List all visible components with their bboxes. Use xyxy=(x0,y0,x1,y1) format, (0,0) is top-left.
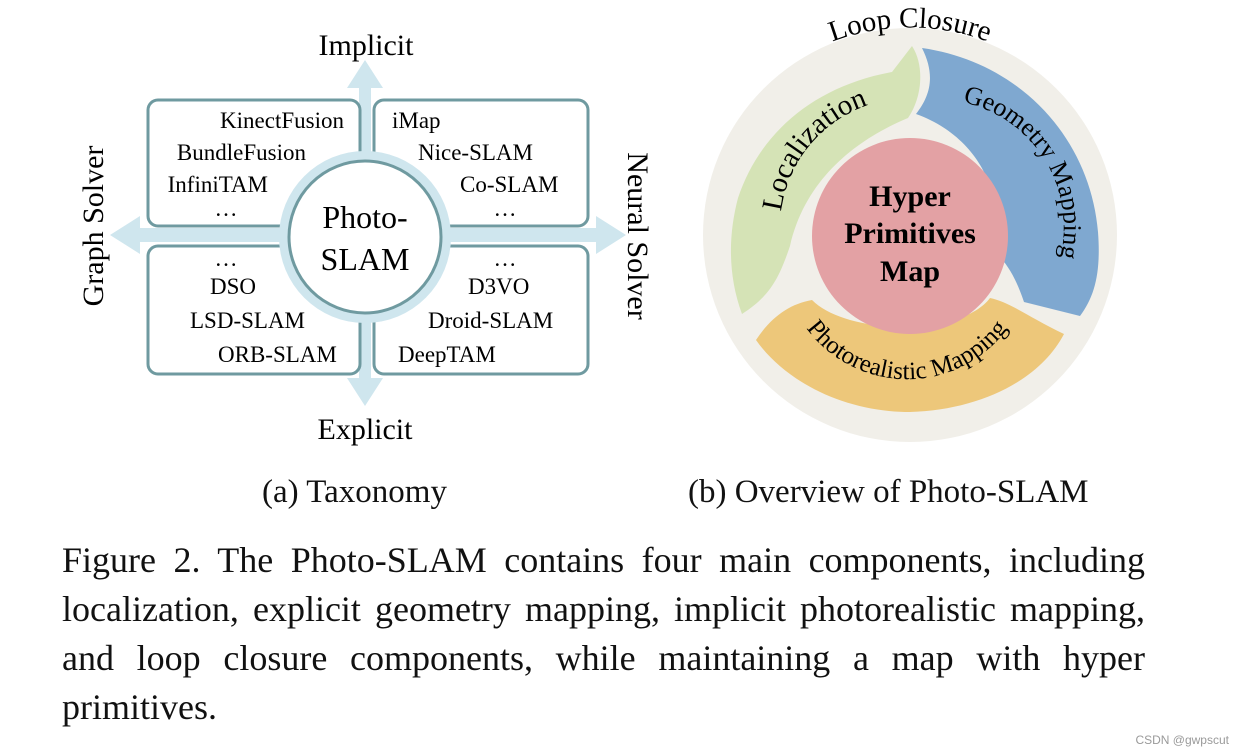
quadrant-bottom-left: … DSO LSD-SLAM ORB-SLAM xyxy=(190,246,337,367)
figure-panels: Photo- SLAM Implicit Explicit Graph Solv… xyxy=(77,2,1117,446)
method-label: iMap xyxy=(392,108,441,133)
center-label-line2: SLAM xyxy=(321,241,410,277)
core-label-line2: Primitives xyxy=(844,217,976,250)
method-label: LSD-SLAM xyxy=(190,308,305,333)
method-label: BundleFusion xyxy=(177,140,307,165)
axis-label-top: Implicit xyxy=(319,29,415,62)
method-label: … xyxy=(215,246,238,271)
axis-label-bottom: Explicit xyxy=(318,413,414,446)
method-label: DeepTAM xyxy=(398,342,496,367)
axis-label-right: Neural Solver xyxy=(621,152,654,319)
center-circle xyxy=(287,159,443,315)
overview-diagram: Loop Closure Localization Geometry Mappi… xyxy=(703,2,1117,442)
method-label: … xyxy=(494,246,517,271)
hyper-primitives-map-core xyxy=(812,138,1008,334)
arrow-right xyxy=(365,216,626,254)
method-label: InfiniTAM xyxy=(168,172,268,197)
method-label: Co-SLAM xyxy=(460,172,558,197)
geometry-mapping-segment xyxy=(916,48,1099,316)
arrow-left xyxy=(110,216,365,254)
method-label: … xyxy=(215,196,238,221)
method-label: D3VO xyxy=(468,274,529,299)
method-label: DSO xyxy=(210,274,256,299)
localization-segment xyxy=(730,46,921,314)
center-label-line1: Photo- xyxy=(322,199,407,235)
photorealistic-mapping-segment xyxy=(756,298,1064,412)
watermark: CSDN @gwpscut xyxy=(1135,733,1229,747)
method-label: Nice-SLAM xyxy=(418,140,533,165)
quadrant-top-left: KinectFusion BundleFusion InfiniTAM … xyxy=(168,108,345,221)
method-label: ORB-SLAM xyxy=(218,342,337,367)
arrow-up xyxy=(347,60,383,232)
method-label: … xyxy=(494,196,517,221)
taxonomy-diagram: Photo- SLAM Implicit Explicit Graph Solv… xyxy=(77,29,654,446)
method-label: Droid-SLAM xyxy=(428,308,553,333)
quadrant-top-right: iMap Nice-SLAM Co-SLAM … xyxy=(392,108,558,221)
sublabel-taxonomy: (a) Taxonomy xyxy=(262,474,447,510)
core-label-line3: Map xyxy=(880,255,940,288)
core-label-line1: Hyper xyxy=(869,180,951,213)
quadrant-bottom-right: … D3VO Droid-SLAM DeepTAM xyxy=(398,246,553,367)
axis-label-left: Graph Solver xyxy=(77,146,110,307)
figure-caption: Figure 2. The Photo-SLAM contains four m… xyxy=(62,540,1145,727)
method-label: KinectFusion xyxy=(220,108,344,133)
sublabel-overview: (b) Overview of Photo-SLAM xyxy=(688,474,1089,510)
